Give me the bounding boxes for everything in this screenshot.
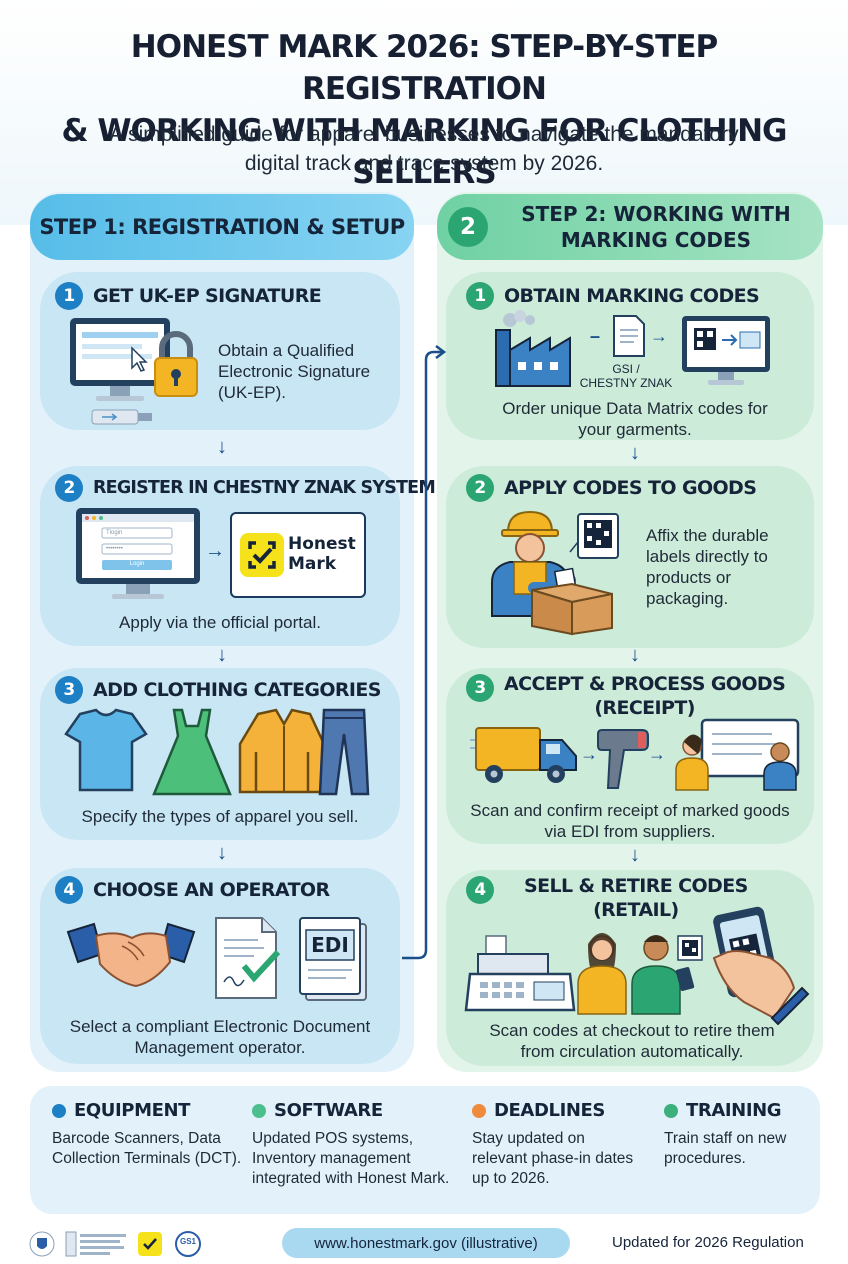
edi-label: EDI — [311, 933, 349, 957]
clothing-icons — [64, 708, 370, 796]
step2-card2-title: 2 APPLY CODES TO GOODS — [466, 474, 757, 502]
training-dot-icon — [664, 1103, 678, 1118]
software-dot-icon — [252, 1103, 266, 1118]
step2-card4-text: Scan codes at checkout to retire them fr… — [489, 1021, 775, 1061]
footer-equipment: EQUIPMENT Barcode Scanners, Data Collect… — [52, 1100, 242, 1167]
down-arrow-icon: ↓ — [217, 842, 227, 864]
step-number-badge: 1 — [466, 282, 494, 310]
down-arrow-icon: ↓ — [630, 844, 640, 866]
delivery-truck-icon — [470, 727, 577, 783]
edi-document-icon — [299, 917, 367, 1001]
header-background — [0, 0, 848, 225]
datamatrix-label-icon — [569, 513, 619, 559]
down-arrow-icon: ↓ — [217, 644, 227, 666]
smartphone-scan-icon — [712, 906, 810, 1026]
page-title: HONEST MARK 2026: STEP-BY-STEP REGISTRAT… — [61, 29, 788, 191]
footer-panel — [30, 1086, 820, 1214]
password-field: •••••••• — [106, 546, 123, 552]
connector-arrow — [402, 345, 447, 960]
right-arrow-icon: → — [648, 744, 666, 764]
step-number-badge: 4 — [466, 876, 494, 904]
step-number-badge: 1 — [55, 282, 83, 310]
step1-card1-text: Obtain a Qualified Electronic Signature … — [218, 341, 371, 402]
footer-training: TRAINING Train staff on new procedures. — [664, 1100, 787, 1167]
step1-card2-title: 2 REGISTER IN CHESTNY ZNAK SYSTEM — [55, 474, 436, 502]
step2-card1-title: 1 OBTAIN MARKING CODES — [466, 282, 760, 310]
step-number-badge: 2 — [55, 474, 83, 502]
step1-card3-text: Specify the types of apparel you sell. — [81, 807, 359, 826]
step2-card3-text: Scan and confirm receipt of marked goods… — [470, 801, 790, 841]
step1-card4-text: Select a compliant Electronic Document M… — [69, 1017, 371, 1057]
customers-icon — [577, 933, 703, 1015]
factory-icon — [495, 310, 571, 387]
updated-note: Updated for 2026 Regulation — [612, 1234, 804, 1251]
login-portal-icon — [76, 508, 200, 599]
honest-mark-check-icon — [240, 533, 284, 577]
footer-software: SOFTWARE Updated POS systems, Inventory … — [252, 1100, 450, 1187]
step2-card1-text: Order unique Data Matrix codes for your … — [502, 399, 768, 439]
cash-register-icon — [464, 935, 576, 1012]
step2-card4-title: 4 SELL & RETIRE CODES(RETAIL) — [466, 874, 748, 922]
step-number-badge: 2 — [466, 474, 494, 502]
deadlines-dot-icon — [472, 1103, 486, 1118]
document-icon — [613, 315, 645, 357]
down-arrow-icon: ↓ — [630, 442, 640, 464]
barcode-scanner-icon — [597, 729, 649, 789]
computer-lock-icon — [70, 318, 198, 425]
website-link[interactable]: www.honestmark.gov (illustrative) — [282, 1228, 570, 1258]
staff-board-icon — [675, 718, 800, 791]
worker-box-icon — [491, 510, 613, 636]
login-button: Login — [129, 561, 145, 567]
handshake-icon — [66, 922, 196, 988]
step1-heading: STEP 1: REGISTRATION & SETUP — [30, 194, 414, 260]
step1-card1-title: 1 GET UK-EP SIGNATURE — [55, 282, 322, 310]
monitor-datamatrix-icon — [682, 316, 770, 385]
right-arrow-icon: → — [205, 540, 225, 562]
step-number-badge: 3 — [55, 676, 83, 704]
step2-number-badge: 2 — [448, 207, 488, 247]
down-arrow-icon: ↓ — [217, 436, 227, 458]
partner-logos — [29, 1231, 201, 1257]
equipment-dot-icon — [52, 1103, 66, 1118]
dash-arrow-icon: – — [590, 326, 601, 346]
down-arrow-icon: ↓ — [630, 644, 640, 666]
step-number-badge: 4 — [55, 876, 83, 904]
code-source-label: GSI /CHESTNY ZNAK — [579, 362, 673, 390]
step2-card2-text: Affix the durable labels directly to pro… — [646, 526, 769, 608]
step-number-badge: 3 — [466, 674, 494, 702]
login-field: Tlogin — [106, 530, 123, 536]
page-subtitle: A simplified guide for apparel businesse… — [109, 123, 739, 175]
step2-card-apply — [446, 466, 814, 648]
footer-deadlines: DEADLINES Stay updated on relevant phase… — [472, 1100, 634, 1187]
step1-card4-title: 4 CHOOSE AN OPERATOR — [55, 876, 330, 904]
gs1-logo: GS1 — [179, 1237, 196, 1246]
step2-card3-title: 3 ACCEPT & PROCESS GOODS(RECEIPT) — [466, 672, 786, 720]
signed-document-icon — [215, 917, 281, 999]
right-arrow-icon: → — [580, 744, 598, 764]
step1-card3-title: 3 ADD CLOTHING CATEGORIES — [55, 676, 381, 704]
step1-card2-text: Apply via the official portal. — [119, 613, 321, 632]
right-arrow-icon: → — [650, 326, 668, 346]
